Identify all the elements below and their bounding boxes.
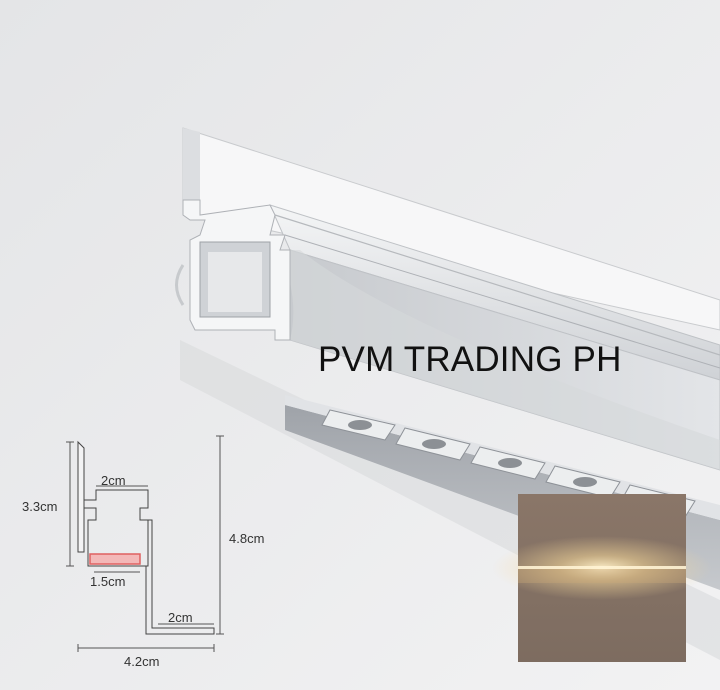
- profile-end-cap: [175, 199, 291, 341]
- dimension-height-total: 4.8cm: [229, 531, 265, 546]
- dimension-channel-width: 2cm: [101, 473, 126, 488]
- warm-light-photo: [492, 494, 712, 662]
- profile-groove-line-2: [284, 234, 720, 369]
- back-flange-edge: [183, 128, 200, 215]
- dimension-strip-width: 1.5cm: [90, 574, 126, 589]
- dimension-total-width: 4.2cm: [124, 654, 160, 669]
- technical-drawing: [66, 435, 224, 652]
- dimension-flange-width: 2cm: [168, 610, 193, 625]
- brand-watermark: PVM TRADING PH: [318, 340, 622, 379]
- dimension-height-left: 3.3cm: [22, 499, 58, 514]
- profile-groove-line: [274, 214, 720, 356]
- profile-lip: [280, 250, 720, 470]
